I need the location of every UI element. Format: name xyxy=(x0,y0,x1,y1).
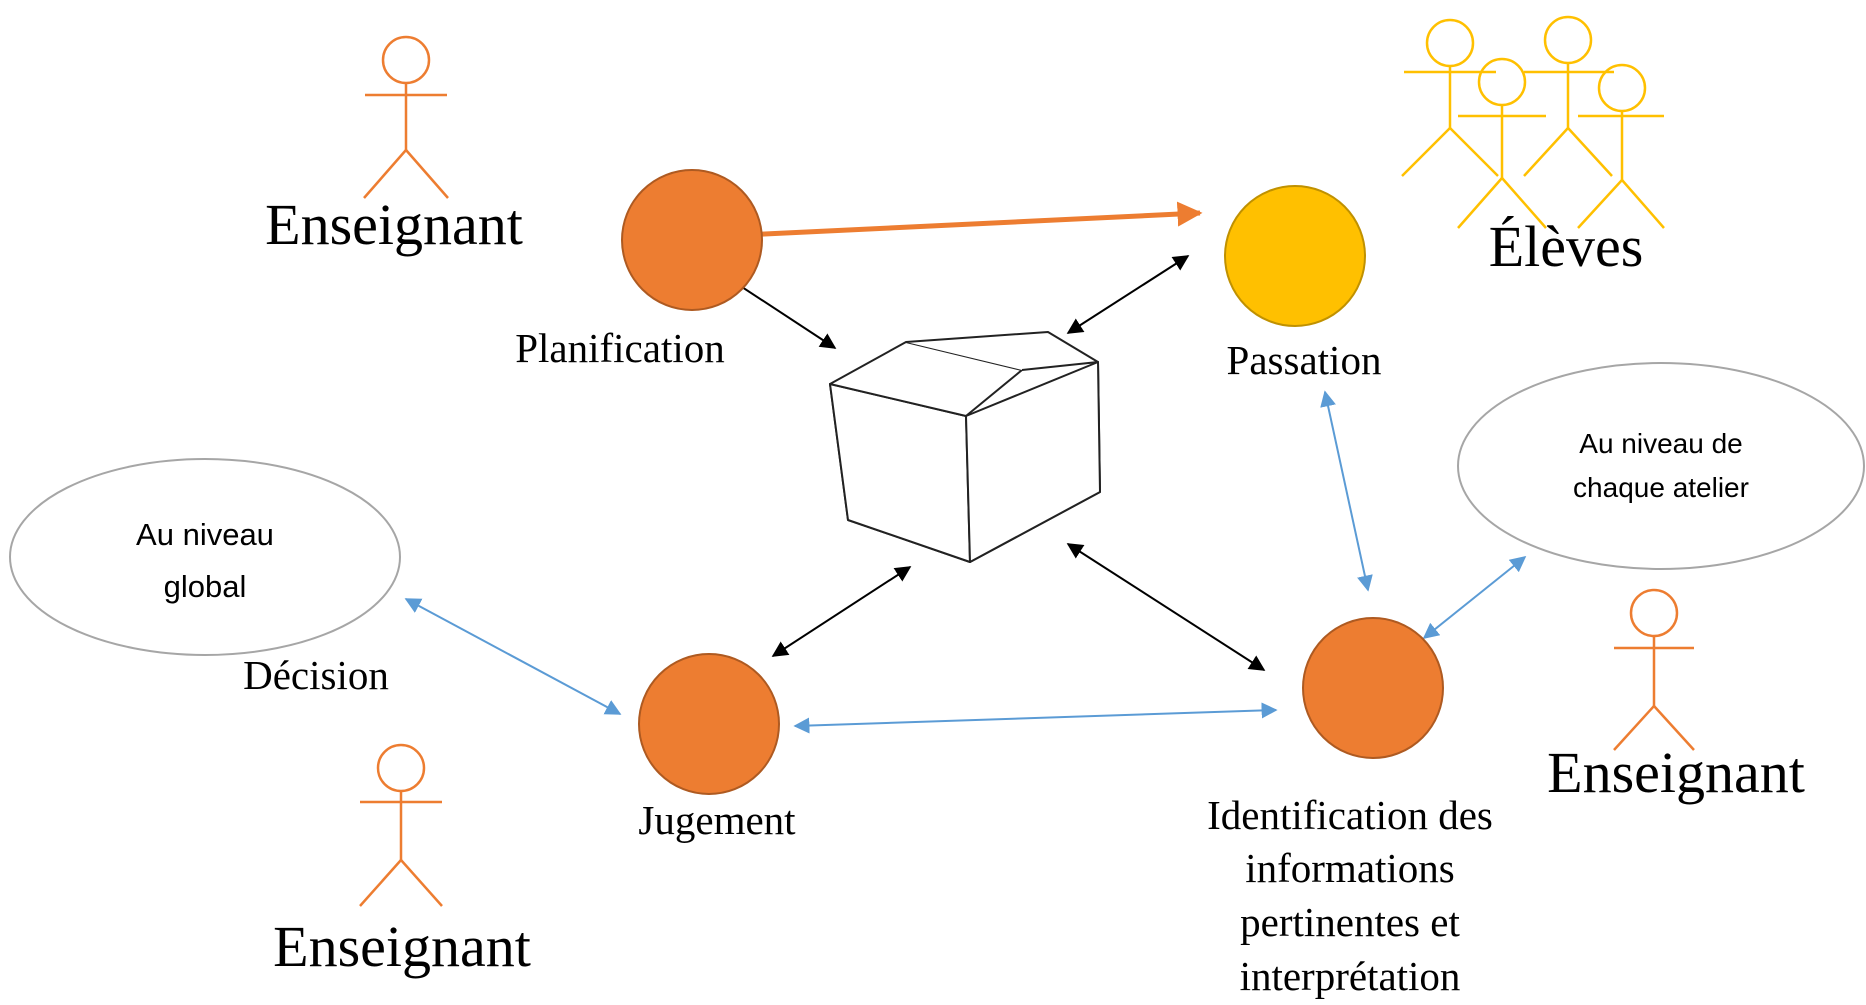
identification-label-line1: Identification des xyxy=(1207,792,1493,838)
jugement-label: Jugement xyxy=(638,797,796,843)
identification-box-arrow xyxy=(1066,543,1266,671)
passation-label: Passation xyxy=(1227,337,1382,383)
global-level-line2: global xyxy=(164,569,247,604)
identification-atelier-arrow xyxy=(1422,555,1527,640)
planification-label: Planification xyxy=(515,325,725,371)
passation-identification-arrow xyxy=(1320,390,1373,592)
planification-passation-arrow xyxy=(720,201,1203,248)
global-level-line1: Au niveau xyxy=(136,517,274,552)
open-box-icon xyxy=(829,331,1101,563)
global-level-ellipse xyxy=(9,458,401,656)
teacher-top-left-icon xyxy=(363,35,449,199)
identification-node xyxy=(1302,617,1444,759)
students-label: Élèves xyxy=(1489,214,1644,279)
students-group-icon xyxy=(1401,15,1665,229)
teacher-bottom-left-label: Enseignant xyxy=(273,914,531,979)
passation-node xyxy=(1224,185,1366,327)
decision-jugement-arrow xyxy=(404,598,622,715)
atelier-level-ellipse xyxy=(1457,362,1865,570)
teacher-top-left-label: Enseignant xyxy=(265,192,523,257)
atelier-level-line1: Au niveau de xyxy=(1579,428,1742,459)
identification-label-line4: interprétation xyxy=(1240,953,1461,999)
jugement-node xyxy=(638,653,780,795)
identification-label-line2: informations xyxy=(1245,845,1455,891)
jugement-box-arrow xyxy=(771,566,912,657)
teacher-bottom-left-icon xyxy=(359,743,443,907)
jugement-identification-arrow xyxy=(793,702,1278,734)
teacher-right-label: Enseignant xyxy=(1547,740,1805,805)
decision-label: Décision xyxy=(243,652,389,698)
identification-label-line3: pertinentes et xyxy=(1240,899,1460,945)
teacher-right-icon xyxy=(1613,588,1695,751)
planification-node xyxy=(621,169,763,311)
passation-box-arrow xyxy=(1066,255,1190,334)
atelier-level-line2: chaque atelier xyxy=(1573,472,1749,503)
